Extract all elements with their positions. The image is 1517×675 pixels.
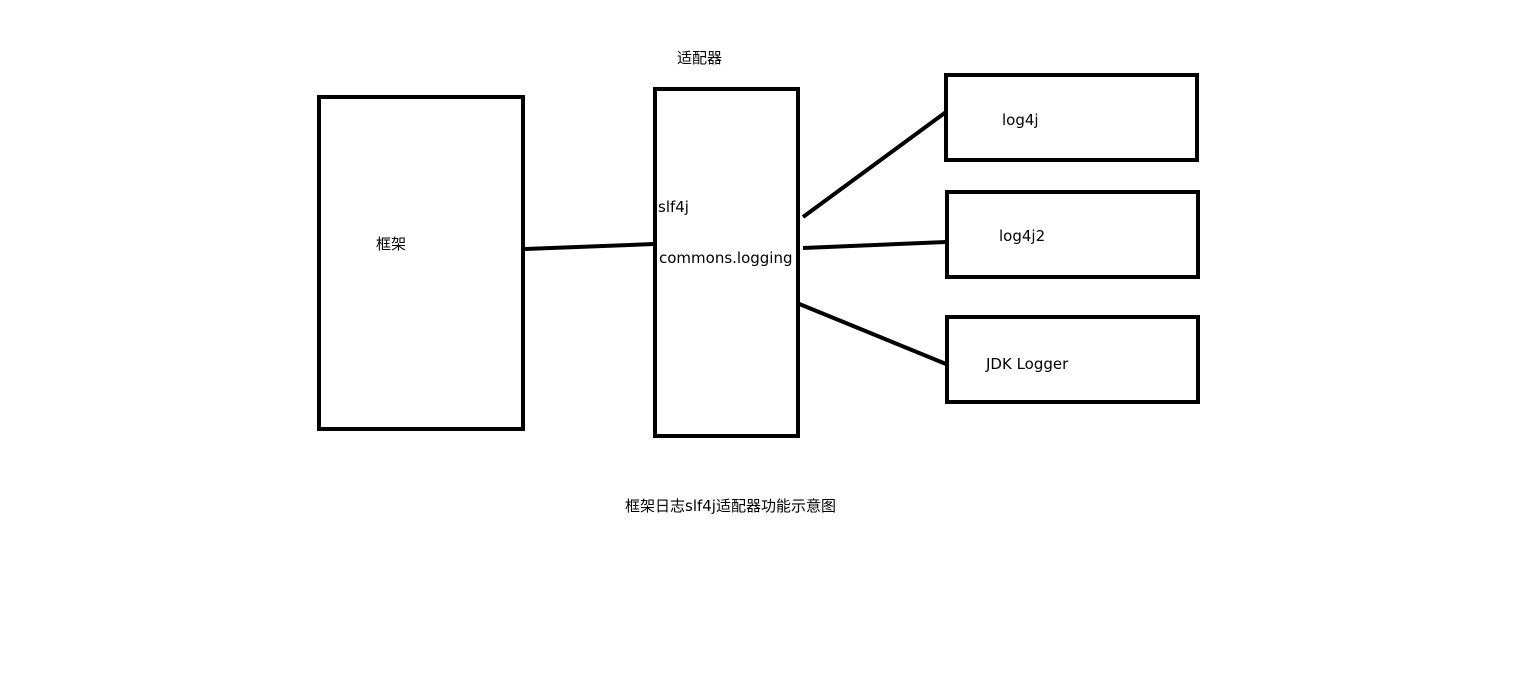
jdk-logger-box <box>945 315 1200 404</box>
log4j2-box <box>945 190 1200 279</box>
adapter-box <box>653 87 800 438</box>
adapter-title: 适配器 <box>677 49 723 67</box>
connector-framework-adapter <box>524 242 655 251</box>
log4j2-label: log4j2 <box>999 227 1046 245</box>
connector-adapter-log4j <box>801 110 948 219</box>
framework-label: 框架 <box>376 235 407 253</box>
connector-adapter-log4j2 <box>802 240 947 250</box>
adapter-item-commons-logging: commons.logging <box>659 249 793 267</box>
jdk-logger-label: JDK Logger <box>986 355 1069 373</box>
diagram-caption: 框架日志slf4j适配器功能示意图 <box>625 497 836 515</box>
log4j-box <box>944 73 1199 162</box>
adapter-item-slf4j: slf4j <box>658 198 689 216</box>
log4j-label: log4j <box>1002 111 1039 129</box>
framework-box <box>317 95 525 431</box>
connector-adapter-jdk-logger <box>791 299 947 366</box>
